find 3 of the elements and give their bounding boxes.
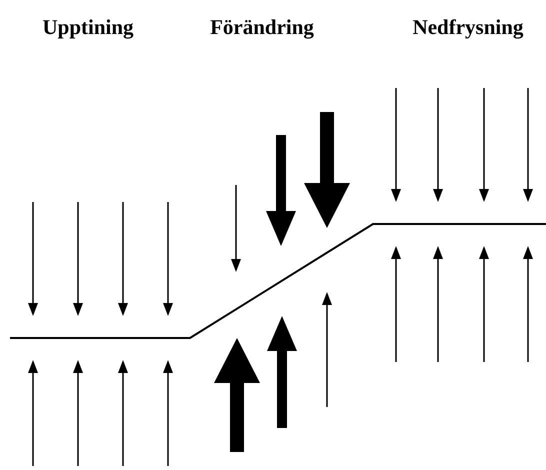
stage-heading: Förändring (210, 14, 314, 40)
stage-heading: Nedfrysning (412, 14, 524, 40)
stage-heading: Upptining (42, 14, 134, 40)
